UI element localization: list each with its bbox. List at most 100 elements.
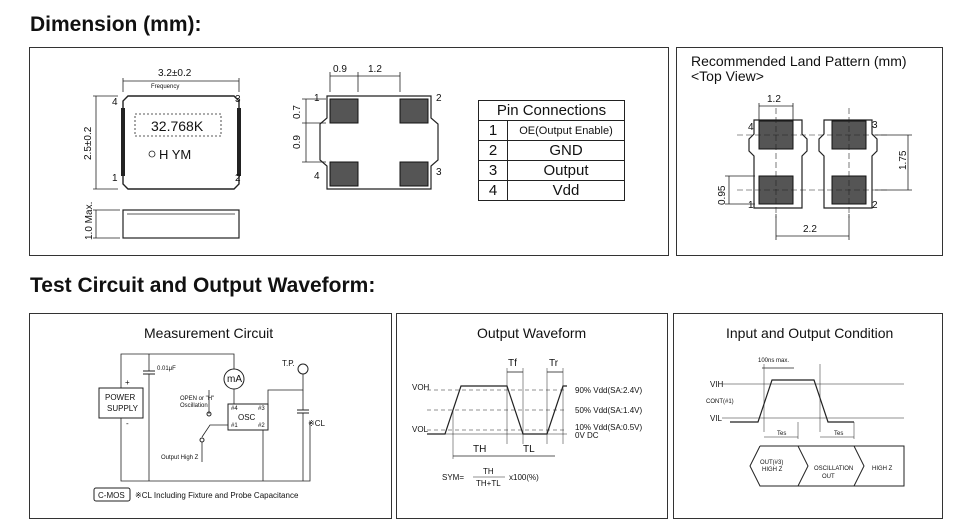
land-pattern-title: Recommended Land Pattern (mm) bbox=[691, 53, 907, 69]
osc-pin-1: #1 bbox=[231, 423, 238, 429]
pad-4 bbox=[329, 161, 359, 187]
land-dim-1-75: 1.75 bbox=[898, 150, 909, 170]
width-label: 3.2±0.2 bbox=[158, 68, 192, 79]
highz-label: HIGH Z bbox=[872, 466, 893, 472]
land-pin-1: 1 bbox=[748, 200, 754, 211]
measurement-circuit-drawing: Measurement Circuit POWER SUPPLY + - 0.0… bbox=[93, 325, 325, 502]
osc-label: OSC bbox=[238, 413, 256, 422]
osc-note: Oscillation bbox=[180, 403, 208, 409]
power-supply-line2: SUPPLY bbox=[107, 404, 139, 413]
out-highz-region bbox=[749, 445, 809, 487]
sym-prefix: SYM= bbox=[442, 473, 464, 482]
land-pin-2: 2 bbox=[872, 200, 878, 211]
pin-num: 2 bbox=[478, 140, 508, 161]
out-label-2: HIGH Z bbox=[762, 467, 783, 473]
land-pattern-panel: Recommended Land Pattern (mm) <Top View>… bbox=[676, 47, 943, 256]
output-waveform-title: Output Waveform bbox=[477, 325, 586, 341]
frequency-marking: 32.768K bbox=[151, 118, 204, 134]
measurement-circuit-title: Measurement Circuit bbox=[144, 325, 273, 341]
cmos-label: C-MOS bbox=[98, 491, 125, 500]
land-pattern-drawing: Recommended Land Pattern (mm) <Top View>… bbox=[691, 53, 912, 240]
package-bottom-view: 0.9 1.2 0.7 0.9 1 2 3 4 bbox=[292, 64, 442, 190]
output-waveform-panel: Output Waveform VOH VOL Tf Tr 90% Vdd(SA… bbox=[396, 313, 668, 519]
pin-func: GND bbox=[507, 140, 625, 161]
frequency-box bbox=[134, 113, 222, 137]
level-0: 0V DC bbox=[575, 431, 599, 440]
land-dim-2-2: 2.2 bbox=[803, 224, 817, 235]
test-point bbox=[297, 363, 309, 375]
vol-label: VOL bbox=[412, 425, 429, 434]
io-condition-drawing: Input and Output Condition 100ns max. VI… bbox=[706, 325, 905, 487]
test-point-label: T.P. bbox=[282, 359, 295, 368]
bottom-pin-4: 4 bbox=[314, 171, 320, 182]
out-label-1: OUT(#3) bbox=[760, 460, 783, 466]
dimension-heading: Dimension (mm): bbox=[30, 13, 202, 36]
highz-region bbox=[854, 445, 905, 487]
pin-number-4: 4 bbox=[112, 97, 118, 108]
level-10: 10% Vdd(SA:0.5V) bbox=[575, 423, 642, 432]
pin-num: 3 bbox=[478, 160, 508, 181]
sym-suffix: x100(%) bbox=[509, 473, 539, 482]
sym-numerator: TH bbox=[483, 467, 494, 476]
land-pin-3: 3 bbox=[872, 120, 878, 131]
cont-label: CONT(#1) bbox=[706, 399, 734, 405]
pin-connections-title: Pin Connections bbox=[478, 100, 625, 121]
land-dim-1-2: 1.2 bbox=[767, 94, 781, 105]
sym-denominator: TH+TL bbox=[476, 479, 501, 488]
pin-number-3: 3 bbox=[235, 94, 241, 105]
code-marking: H YM bbox=[159, 147, 191, 162]
pad-dim-1-2: 1.2 bbox=[368, 64, 382, 75]
test-circuit-heading: Test Circuit and Output Waveform: bbox=[30, 274, 376, 297]
package-side-view: 1.0 Max. bbox=[84, 202, 240, 240]
level-90: 90% Vdd(SA:2.4V) bbox=[575, 386, 642, 395]
enable-time-label: Tes bbox=[777, 431, 786, 437]
bottom-pin-2: 2 bbox=[436, 93, 442, 104]
measurement-circuit-panel: Measurement Circuit POWER SUPPLY + - 0.0… bbox=[29, 313, 392, 519]
land-pin-4: 4 bbox=[748, 122, 754, 133]
pad-3 bbox=[399, 161, 429, 187]
pin-func: Vdd bbox=[507, 180, 625, 201]
io-condition-title: Input and Output Condition bbox=[726, 325, 893, 341]
pad-dim-0-9: 0.9 bbox=[333, 64, 347, 75]
pad-2 bbox=[399, 98, 429, 124]
package-top-view: 3.2±0.2 Frequency 32.768K H YM 4 3 1 2 2… bbox=[83, 68, 241, 190]
capacitor-label: 0.01μF bbox=[157, 366, 176, 372]
osc-label-1: OSCILLATION bbox=[814, 466, 853, 472]
ammeter-label: mA bbox=[227, 374, 242, 385]
pin-num: 1 bbox=[478, 120, 508, 141]
open-note: OPEN or "H" bbox=[180, 396, 214, 402]
dimension-drawing: 3.2±0.2 Frequency 32.768K H YM 4 3 1 2 2… bbox=[83, 64, 442, 240]
output-waveform-drawing: Output Waveform VOH VOL Tf Tr 90% Vdd(SA… bbox=[412, 325, 642, 488]
cont-waveform bbox=[730, 379, 854, 423]
pin-num: 4 bbox=[478, 180, 508, 201]
height-label: 2.5±0.2 bbox=[83, 126, 94, 160]
cl-footnote: ※CL Including Fixture and Probe Capacita… bbox=[135, 491, 299, 500]
pin-number-2: 2 bbox=[235, 173, 241, 184]
cmos-box bbox=[93, 487, 131, 502]
land-dim-0-95: 0.95 bbox=[717, 185, 728, 205]
land-pattern-subtitle: <Top View> bbox=[691, 68, 764, 84]
disable-time-label: Tes bbox=[834, 431, 843, 437]
tf-label: Tf bbox=[508, 358, 517, 369]
dimension-panel: 3.2±0.2 Frequency 32.768K H YM 4 3 1 2 2… bbox=[29, 47, 669, 256]
vih-label: VIH bbox=[710, 380, 724, 389]
power-minus: - bbox=[126, 419, 129, 428]
pin-func: Output bbox=[507, 160, 625, 181]
pad-dim-0-7: 0.7 bbox=[292, 105, 303, 119]
voh-label: VOH bbox=[412, 383, 430, 392]
bottom-pin-1: 1 bbox=[314, 93, 320, 104]
max-note: 100ns max. bbox=[758, 358, 789, 364]
high-z-note: Output High Z bbox=[161, 455, 199, 461]
th-label: TH bbox=[473, 444, 486, 455]
thickness-label: 1.0 Max. bbox=[84, 202, 95, 240]
power-supply-line1: POWER bbox=[105, 393, 135, 402]
pin1-marker bbox=[148, 150, 156, 158]
osc-box bbox=[227, 403, 269, 431]
osc-pin-3: #3 bbox=[258, 406, 265, 412]
bottom-pin-3: 3 bbox=[436, 167, 442, 178]
